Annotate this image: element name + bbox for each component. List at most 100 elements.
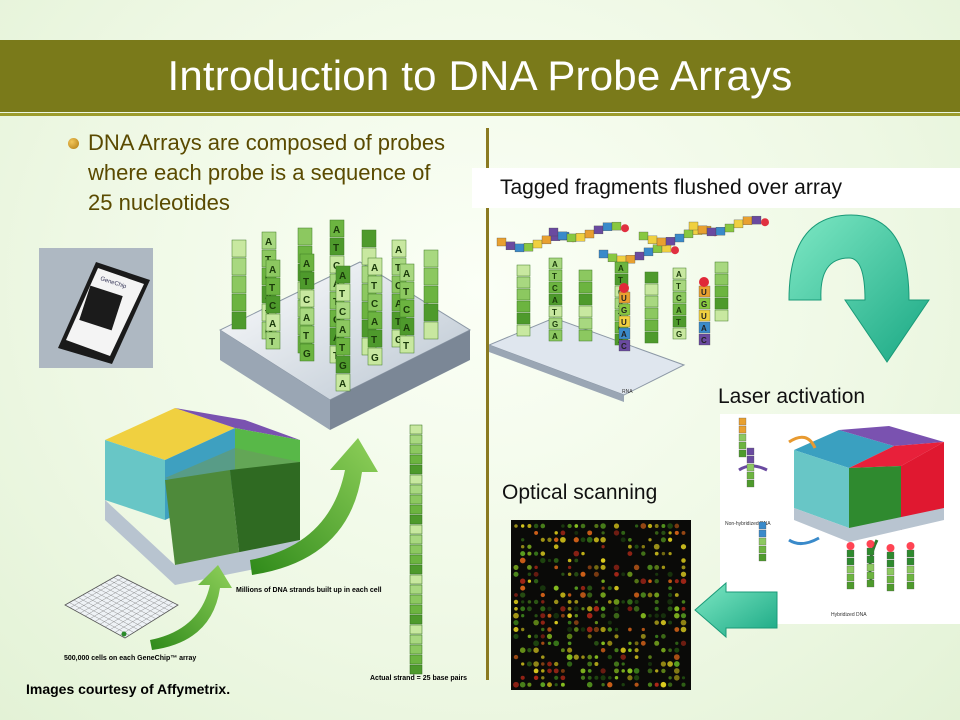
probe-letter: A [395,299,402,310]
scan-spot [567,523,572,529]
scan-spot [573,620,579,625]
scan-spot [634,524,639,528]
scan-spot [640,578,647,585]
probe-letter: A [676,306,682,315]
probe-letter: A [339,379,346,390]
strand-segment [409,544,423,555]
strand-segment [409,654,423,665]
scan-spot [674,579,679,584]
scan-spot [533,578,539,584]
probe-cell [672,279,687,292]
probe-cell [265,313,281,332]
scan-spot [587,565,592,570]
scan-spot [600,523,606,529]
scan-spot [654,524,659,528]
scan-spot [667,523,673,529]
green-arrow-up-large-icon [250,438,378,575]
laser-activation-image: Non-hybridized DNA Hybridized DNA [720,414,960,624]
probe-cell [644,319,659,332]
scan-spot [667,599,673,605]
scan-spot [668,579,672,584]
scan-spot [613,599,620,605]
scan-spot [648,655,652,659]
probe-cell [758,521,767,530]
strand-segment [409,464,423,475]
optical-scan-image [511,520,691,690]
probe-letter: T [403,341,409,352]
scan-spot [654,606,659,611]
scan-spot [600,606,606,612]
probe-letter: A [618,264,624,273]
scan-spot [614,571,619,577]
scan-spot [601,545,605,549]
hybridization-platform: RNA [489,317,686,402]
probe-cell [886,567,895,576]
fragment-bead [557,231,568,241]
scan-spot [614,634,619,639]
probe-letter: T [552,308,557,317]
scan-spot [681,682,686,687]
scan-spot [539,585,546,591]
probe-cell [516,312,531,325]
probe-column [423,249,439,340]
scan-spot [627,668,633,674]
scan-spot [514,593,518,597]
probe-cell [758,553,767,562]
glow-tag [906,542,915,550]
probe-cell [672,315,687,328]
title-underline [0,113,960,116]
scan-spot [540,613,546,619]
scan-spot [553,640,560,647]
scan-spot [607,654,612,660]
strand-segment [409,514,423,525]
scan-spot [613,564,620,571]
scan-spot [521,600,525,604]
probe-letter: T [395,263,401,274]
strand-segment [409,564,423,575]
scan-spot [633,592,640,598]
scan-spot [527,579,532,583]
probe-cell [738,425,747,434]
scan-spot [660,537,666,543]
rna-bead [618,303,631,316]
probe-letter: T [269,337,275,348]
scan-spot [673,654,680,660]
grid-line [114,599,169,633]
strand-segment [409,664,423,675]
scan-spot [634,682,639,687]
scan-spot [541,627,545,632]
scan-spot [574,558,579,563]
scan-spot [587,530,593,536]
probe-cell [886,583,895,592]
probe-cell [738,417,747,426]
scan-spot [514,524,518,528]
scan-spot [648,579,652,583]
scan-spot [654,599,659,604]
scan-spot [620,654,626,660]
scan-spot [533,661,539,667]
probe-cell [399,263,415,282]
probe-cell [644,307,659,320]
fragment-tag [761,218,769,227]
scan-spot [580,675,586,680]
probe-cell [423,267,439,286]
probe-cell [886,551,895,560]
scan-spot [547,606,552,611]
scan-spot [647,682,653,687]
probe-column [231,239,247,330]
probe-cell [367,275,383,294]
scan-spot [673,661,680,667]
fragment-bead [593,225,604,235]
scan-spot [513,654,519,660]
scan-spot [533,619,539,626]
probe-cell [714,261,729,274]
scan-spot [607,682,613,688]
cell-cube [105,408,300,585]
scan-spot [520,585,526,591]
scan-spot [627,599,633,605]
probe-cell [906,581,915,590]
scan-spot [587,634,592,639]
probe-cell [746,479,755,488]
scan-spot [600,558,606,563]
